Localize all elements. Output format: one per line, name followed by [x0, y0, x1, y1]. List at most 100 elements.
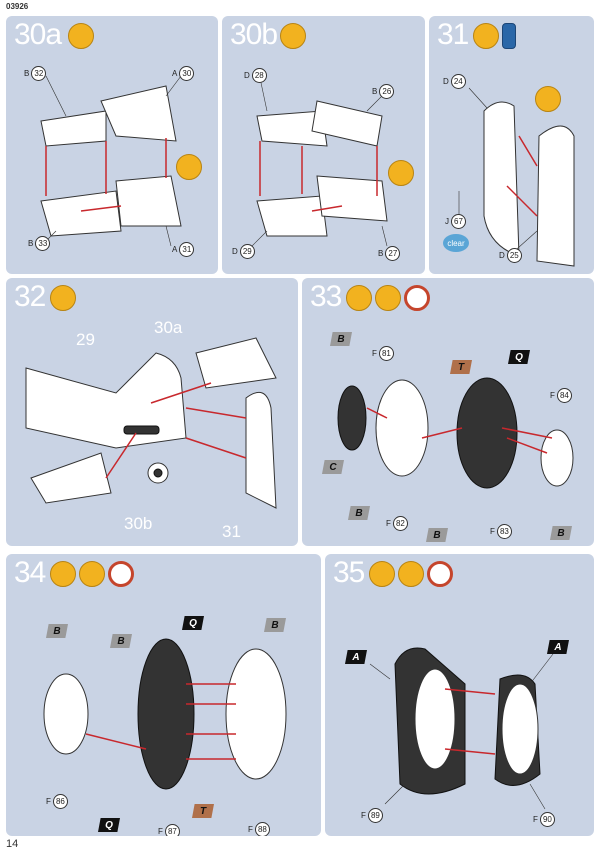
- rudder-part: [245, 391, 277, 509]
- engine-assembly-drawing: [337, 377, 574, 489]
- color-tag: B: [348, 506, 370, 520]
- engine-assembly-drawing: [43, 638, 287, 790]
- glue-icon: [280, 23, 306, 49]
- engine-part: [456, 377, 518, 489]
- color-tag: A: [345, 650, 367, 664]
- engine-part: [137, 638, 195, 790]
- wing-assembly-drawing: [251, 77, 388, 247]
- subassembly-label: 30a: [154, 318, 183, 337]
- assembly-arrow: [150, 382, 212, 404]
- color-tag: B: [550, 526, 572, 540]
- tail-assembly-drawing: [25, 337, 277, 509]
- page-number: 14: [6, 838, 19, 850]
- clock-icon: [108, 561, 134, 587]
- assembly-arrow: [506, 437, 548, 454]
- fuselage-part: [25, 352, 187, 449]
- glue-tube-icon: [176, 154, 202, 180]
- clock-icon: [427, 561, 453, 587]
- glue-tube-icon: [388, 160, 414, 186]
- color-tag: B: [46, 624, 68, 638]
- glue-icon: [346, 285, 372, 311]
- color-tag: B: [110, 634, 132, 648]
- color-tag: C: [322, 460, 344, 474]
- subassembly-label: 31: [222, 522, 241, 541]
- glue-icon: [473, 23, 499, 49]
- document-code: 03926: [6, 2, 29, 11]
- engine-part: [225, 648, 287, 780]
- upper-wing-part: [40, 110, 107, 147]
- lower-wing-part: [256, 195, 328, 237]
- step-icons: [50, 285, 76, 311]
- step-icons: [473, 23, 516, 49]
- glue-icon: [50, 285, 76, 311]
- subassembly-label: 30b: [124, 514, 153, 533]
- brush-icon: [79, 561, 105, 587]
- subassembly-label: 29: [76, 330, 95, 349]
- assembly-arrow: [185, 437, 247, 459]
- step-number: 34: [14, 556, 46, 589]
- glue-icon: [50, 561, 76, 587]
- engine-part: [375, 379, 429, 477]
- step-number: 35: [333, 556, 365, 589]
- cowling-part: [501, 683, 539, 775]
- rudder-assembly-drawing: [458, 87, 575, 267]
- color-tag: B: [264, 618, 286, 632]
- wing-assembly-drawing: [40, 75, 182, 247]
- assembly-arrow: [444, 748, 496, 755]
- assembly-arrow: [85, 733, 147, 750]
- assembly-arrow: [185, 407, 247, 419]
- color-tag: T: [192, 804, 214, 818]
- color-tag: Q: [508, 350, 530, 364]
- assembly-arrow: [444, 688, 496, 695]
- color-tag: B: [330, 332, 352, 346]
- lower-wing-part: [40, 190, 122, 237]
- assembly-arrow: [105, 432, 137, 479]
- color-tag: A: [547, 640, 569, 654]
- step-icons: [369, 561, 453, 587]
- color-tag: Q: [98, 818, 120, 832]
- color-tag: T: [450, 360, 472, 374]
- step-number: 30b: [230, 18, 278, 51]
- color-tag: Q: [182, 616, 204, 630]
- engine-assembly-drawing: [369, 647, 554, 810]
- glue-icon: [68, 23, 94, 49]
- step-number: 33: [310, 280, 342, 313]
- step-number: 31: [437, 18, 469, 51]
- engine-part: [337, 385, 367, 451]
- brush-icon: [398, 561, 424, 587]
- assembly-arrow: [501, 427, 553, 439]
- clear-badge: clear: [443, 234, 469, 252]
- glue-icon: [369, 561, 395, 587]
- step-number: 30a: [14, 18, 62, 51]
- step-32-panel: 32 29 30a 30b 31: [6, 278, 298, 546]
- upper-wing-part: [256, 110, 328, 147]
- assembly-arrow: [311, 205, 343, 212]
- stabilizer-part: [195, 337, 277, 389]
- engine-part: [43, 673, 89, 755]
- fin-part: [483, 101, 520, 257]
- stabilizer-part: [30, 452, 112, 504]
- step-icons: [280, 23, 306, 49]
- lower-wing-part: [316, 175, 388, 222]
- clock-icon: [404, 285, 430, 311]
- step-icons: [68, 23, 94, 49]
